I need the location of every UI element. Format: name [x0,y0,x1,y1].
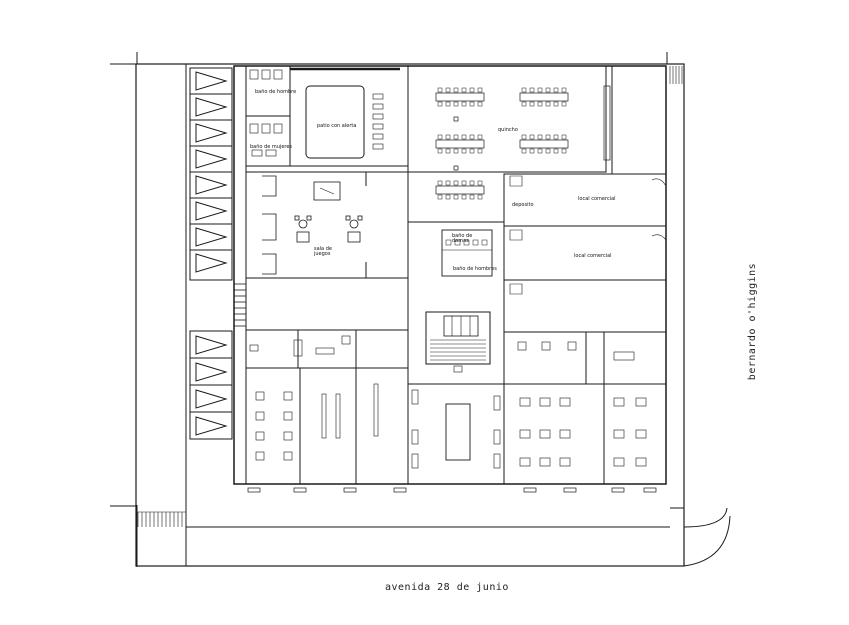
classroom-left [245,367,301,485]
site-boundary [135,63,685,567]
street-name-bottom: avenida 28 de junio [385,582,509,593]
quincho-room [407,65,607,173]
label-bano-hombre: baño de hombre [255,89,297,95]
office-right [503,331,667,485]
label-local-comercial-2: local comercial [574,253,612,259]
parking-top [189,67,233,281]
label-bano-mujeres: baño de mujeres [250,144,293,150]
corner-curve [683,515,731,567]
label-local-comercial-1: local comercial [578,196,616,202]
label-patio: patio con alerta [317,123,357,129]
patio-room [289,65,409,167]
label-bano-hombres: baño de hombres [453,266,497,272]
label-deposito: deposito [512,202,534,208]
building-outline [233,65,667,485]
lobby [407,383,505,485]
label-sala-juegos: sala de juegos [314,246,332,257]
game-room [245,171,409,279]
label-bano-damas: baño de damas [452,233,473,244]
stair-core [425,311,491,365]
parking-bottom [189,330,233,440]
label-quincho: quincho [498,127,518,133]
street-name-right: bernardo o'higgins [747,262,759,381]
